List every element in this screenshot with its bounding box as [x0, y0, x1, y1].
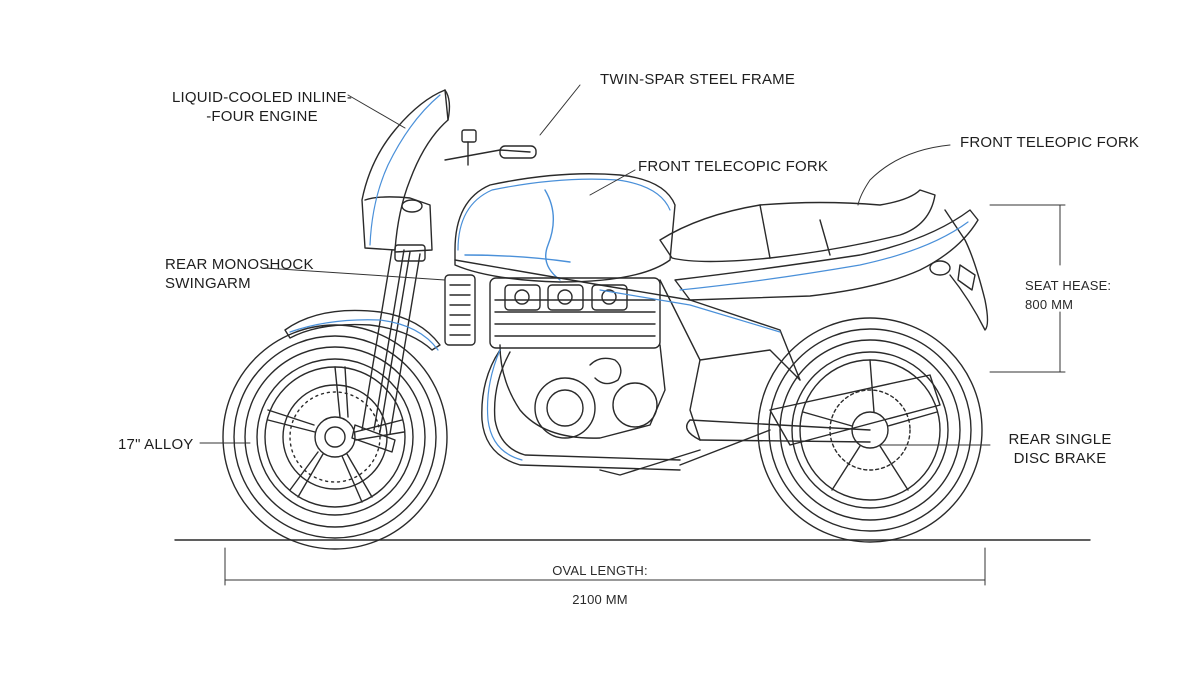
- seat-height-dimension: [989, 204, 1066, 373]
- swingarm-label: REAR MONOSHOCK SWINGARM: [165, 255, 314, 293]
- frame: [454, 259, 801, 441]
- fork-label-mid: FRONT TELECOPIC FORK: [638, 158, 829, 175]
- rear-wheel: [757, 317, 983, 543]
- front-fairing: [361, 89, 451, 253]
- muffler: [769, 374, 941, 446]
- swingarm: [599, 419, 871, 476]
- front-fender: [284, 309, 441, 351]
- length-label-value: 2100 MM: [572, 592, 628, 607]
- frame-label: TWIN-SPAR STEEL FRAME: [600, 71, 796, 88]
- engine-label-line-1: LIQUID-COOLED INLINE-: [172, 89, 353, 106]
- seat-height-label-line-2: 800 MM: [1025, 297, 1074, 312]
- tail-section: [674, 209, 989, 331]
- swingarm-label-line-2: SWINGARM: [165, 275, 251, 292]
- seat: [659, 189, 936, 263]
- engine-label: LIQUID-COOLED INLINE- -FOUR ENGINE: [172, 88, 352, 126]
- brake-label-line-1: REAR SINGLE: [1008, 431, 1112, 448]
- fork-label-top: FRONT TELEOPIC FORK: [960, 134, 1140, 151]
- length-label-title: OVAL LENGTH:: [552, 563, 648, 578]
- engine-block: [489, 277, 666, 439]
- front-wheel: [222, 324, 448, 550]
- wheel-label: 17" ALLOY: [118, 436, 194, 453]
- fuel-tank: [454, 173, 676, 283]
- accent-outline: [289, 94, 969, 461]
- radiator: [444, 274, 476, 346]
- leader-lines: [199, 84, 991, 446]
- front-fork: [351, 244, 426, 453]
- overall-length-dimension: [224, 547, 986, 586]
- exhaust-pipes: [481, 349, 941, 471]
- engine-label-line-2: -FOUR ENGINE: [206, 108, 318, 125]
- seat-height-label-line-1: SEAT HEASE:: [1025, 278, 1112, 293]
- handlebar: [444, 129, 537, 166]
- brake-label-line-2: DISC BRAKE: [1013, 450, 1107, 467]
- brake-label: REAR SINGLE DISC BRAKE: [1000, 430, 1120, 468]
- seat-height-label: SEAT HEASE: 800 MM: [1025, 276, 1111, 314]
- swingarm-label-line-1: REAR MONOSHOCK: [165, 256, 314, 273]
